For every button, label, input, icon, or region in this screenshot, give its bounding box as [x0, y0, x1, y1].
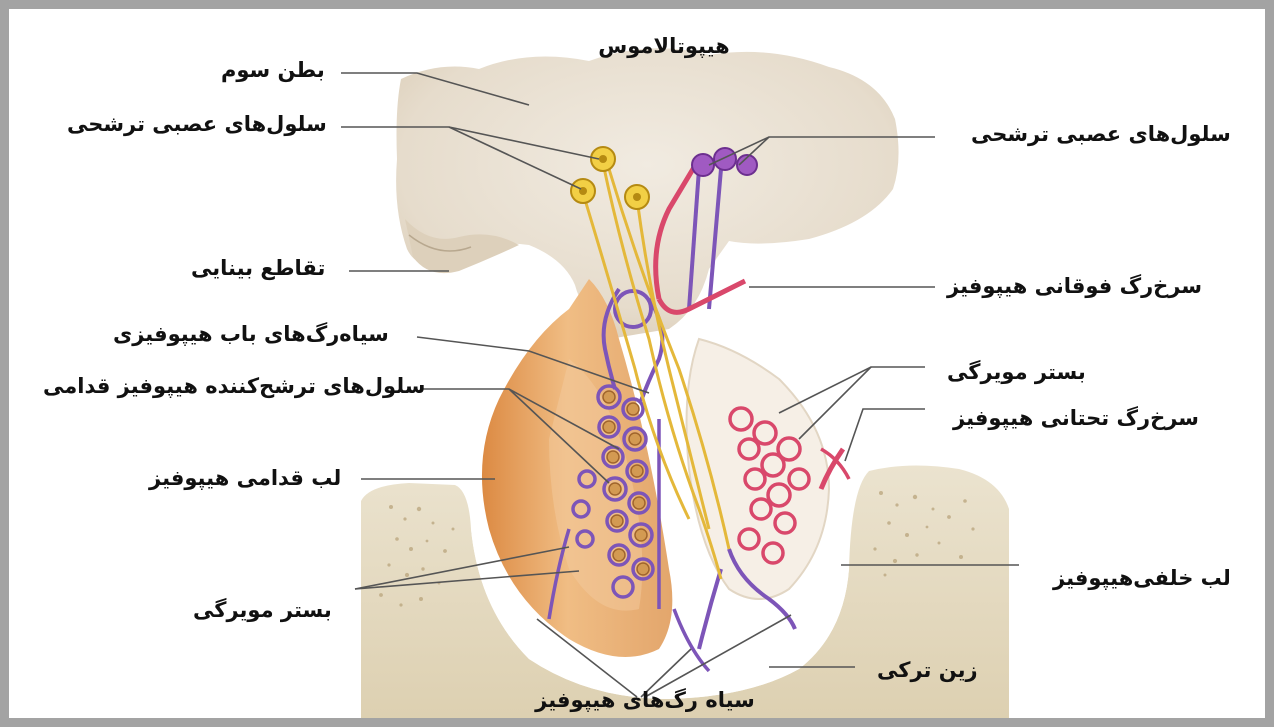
label-hypothalamus: هیپوتالاموس [569, 35, 759, 58]
label-inferior-hypophyseal-artery: سرخ‌رگ تحتانی هیپوفیز [953, 407, 1199, 430]
label-capillary-bed-left: بستر مویرگی [193, 599, 332, 622]
label-third-ventricle: بطن سوم [221, 59, 325, 82]
label-capillary-bed-right: بستر مویرگی [947, 361, 1086, 384]
label-hypophyseal-veins: سیاه رگ‌های هیپوفیز [525, 689, 765, 712]
label-neurosecretory-cells-right: سلول‌های عصبی ترشحی [971, 123, 1231, 146]
label-hypophyseal-portal-veins: سیاه‌رگ‌های باب هیپوفیزی [113, 323, 389, 346]
label-sella-turcica: زین ترکی [877, 659, 978, 682]
label-secretory-cells-anterior-pituitary: سلول‌های ترشح‌کننده هیپوفیز قدامی [43, 375, 425, 398]
label-neurosecretory-cells-left: سلول‌های عصبی ترشحی [67, 113, 327, 136]
label-anterior-lobe: لب قدامی هیپوفیز [149, 467, 341, 490]
label-optic-chiasm: تقاطع بینایی [191, 257, 325, 280]
label-superior-hypophyseal-artery: سرخ‌رگ فوقانی هیپوفیز [947, 275, 1202, 298]
label-posterior-lobe: لب خلفی‌هیپوفیز [1053, 567, 1231, 590]
anterior-lobe [482, 279, 672, 657]
